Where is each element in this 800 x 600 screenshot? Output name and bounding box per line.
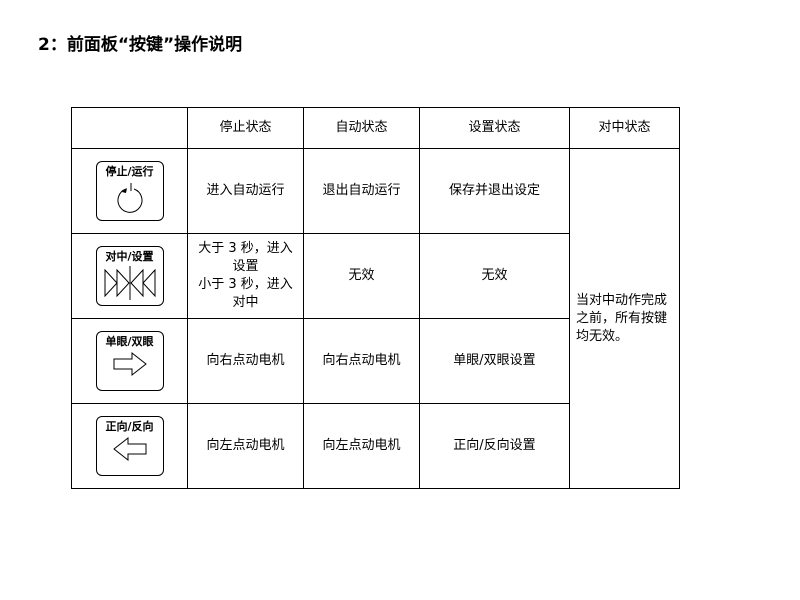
- page-title: 2：前面板“按键”操作说明: [38, 35, 243, 55]
- stop-run-key: 停止/运行: [95, 161, 164, 221]
- header-cell: 设置状态: [419, 107, 570, 149]
- key-label: 停止/运行: [105, 165, 154, 178]
- table-cell: 无效: [419, 233, 570, 319]
- centering-note: 当对中动作完成之前，所有按键均无效。: [569, 148, 680, 489]
- table-header-row: 停止状态 自动状态 设置状态 对中状态: [71, 107, 680, 149]
- table-row: 对中/设置 大于 3 秒，进入 设置 小于 3 秒，进入 对中 无效 无效: [71, 233, 680, 319]
- table-cell: 大于 3 秒，进入 设置 小于 3 秒，进入 对中: [187, 233, 304, 319]
- cell-line: 设置: [232, 259, 259, 274]
- table-cell: 单眼/双眼设置: [419, 318, 570, 404]
- table-cell: 退出自动运行: [303, 148, 420, 234]
- cell-line: 小于 3 秒，进入: [198, 277, 293, 292]
- cell-line: 对中: [232, 295, 259, 310]
- header-cell: 对中状态: [569, 107, 680, 149]
- mono-binocular-key: 单眼/双眼: [95, 331, 164, 391]
- table-cell: 进入自动运行: [187, 148, 304, 234]
- center-icon: [104, 266, 155, 300]
- key-operation-table: 停止状态 自动状态 设置状态 对中状态 停止/运行 进入自动运行 退出自动运行 …: [71, 107, 680, 489]
- header-cell: 自动状态: [303, 107, 420, 149]
- power-icon: [117, 183, 142, 213]
- table-row: 正向/反向 向左点动电机 向左点动电机 正向/反向设置: [71, 403, 680, 489]
- arrow-right-icon: [113, 351, 147, 377]
- table-cell: 无效: [303, 233, 420, 319]
- arrow-left-icon: [112, 436, 146, 462]
- table-row: 停止/运行 进入自动运行 退出自动运行 保存并退出设定 当对中动作完成之前，所有…: [71, 148, 680, 489]
- table-cell: 向右点动电机: [303, 318, 420, 404]
- table-cell: 向左点动电机: [303, 403, 420, 489]
- header-cell: 停止状态: [187, 107, 304, 149]
- table-cell: 向左点动电机: [187, 403, 304, 489]
- table-cell: 保存并退出设定: [419, 148, 570, 234]
- cell-line: 大于 3 秒，进入: [198, 241, 293, 256]
- table-cell: 向右点动电机: [187, 318, 304, 404]
- key-label: 单眼/双眼: [105, 335, 154, 348]
- forward-reverse-key: 正向/反向: [95, 416, 164, 476]
- table-row: 单眼/双眼 向右点动电机 向右点动电机 单眼/双眼设置: [71, 318, 680, 404]
- key-label: 正向/反向: [105, 420, 154, 433]
- table-cell: 正向/反向设置: [419, 403, 570, 489]
- header-cell: [71, 107, 188, 149]
- key-label: 对中/设置: [105, 250, 154, 263]
- center-set-key: 对中/设置: [95, 246, 164, 306]
